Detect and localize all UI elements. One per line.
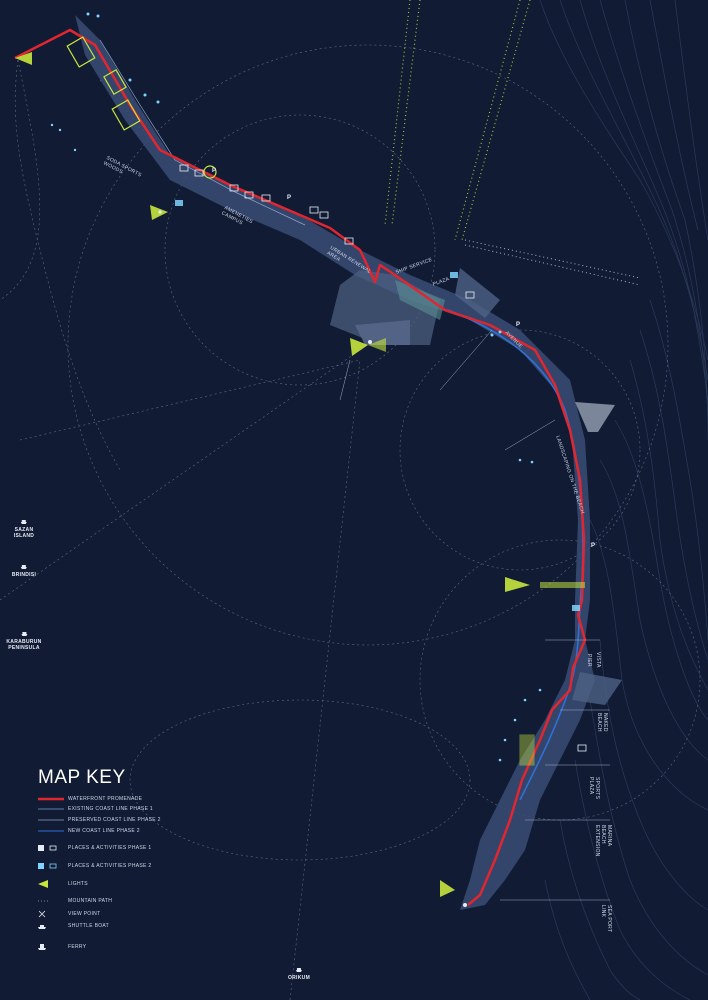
port-orikum: ORIKUM bbox=[288, 966, 310, 981]
key-item-activities-phase2: PLACES & ACTIVITIES PHASE 2 bbox=[38, 861, 151, 871]
activities-phase1 bbox=[179, 164, 587, 752]
piers bbox=[355, 320, 585, 588]
activities-phase2-icon bbox=[38, 863, 57, 869]
label-vista: VISTA bbox=[595, 652, 601, 668]
dotted-breakwater bbox=[464, 239, 641, 286]
preserved-coast-line bbox=[99, 39, 306, 226]
parking-icon: P bbox=[591, 543, 596, 549]
ferry-icon bbox=[20, 632, 27, 636]
parking-icon: P bbox=[516, 322, 521, 328]
key-item-shuttle-boat: SHUTTLE BOAT bbox=[38, 921, 109, 931]
key-item-preserved-coast: PRESERVED COAST LINE PHASE 2 bbox=[38, 815, 161, 825]
activity-glyphs bbox=[50, 12, 542, 762]
mountain-path-icon bbox=[38, 900, 50, 902]
terrain-contours bbox=[539, 0, 708, 1000]
guide-circles bbox=[0, 44, 701, 1000]
activities-phase1-icon bbox=[38, 845, 57, 851]
lights-icon bbox=[38, 880, 48, 888]
ferry-icon bbox=[38, 944, 46, 950]
ferry-icon bbox=[295, 968, 302, 972]
label-naked-beach: NAKED BEACH bbox=[596, 713, 608, 732]
promenade-line-icon bbox=[38, 797, 64, 801]
map-key-title: MAP KEY bbox=[38, 767, 126, 788]
key-item-lights: LIGHTS bbox=[38, 879, 88, 889]
key-item-view-point: VIEW POINT bbox=[38, 909, 100, 919]
port-karaburun-peninsula: KARABURUN PENINSULA bbox=[6, 630, 41, 651]
view-points bbox=[158, 210, 467, 907]
leader-lines bbox=[339, 329, 610, 901]
lights bbox=[15, 52, 530, 897]
existing-coast-line-icon bbox=[38, 808, 64, 810]
key-item-waterfront-promenade: WATERFRONT PROMENADE bbox=[38, 794, 142, 804]
dotted-channels bbox=[384, 0, 531, 241]
activities-phase2 bbox=[175, 200, 580, 611]
label-sea-port-link: SEA PORT LINK bbox=[600, 905, 612, 933]
label-marina-beach-extension: MARINA BEACH EXTENSION bbox=[594, 825, 612, 857]
sports-fields bbox=[66, 36, 535, 766]
key-item-mountain-path: MOUNTAIN PATH bbox=[38, 896, 112, 906]
key-item-ferry: FERRY bbox=[38, 942, 86, 952]
label-pier: PIER bbox=[586, 654, 592, 667]
port-sazan-island: SAZAN ISLAND bbox=[14, 518, 34, 539]
port-brindisi: BRINDISI bbox=[12, 563, 36, 578]
shuttle-boat-icon bbox=[38, 925, 46, 929]
preserved-coast-line-icon bbox=[38, 819, 64, 821]
parking-icon: P bbox=[212, 168, 217, 174]
key-item-existing-coast: EXISTING COAST LINE PHASE 1 bbox=[38, 804, 153, 814]
parking-icon: P bbox=[287, 195, 292, 201]
key-item-activities-phase1: PLACES & ACTIVITIES PHASE 1 bbox=[38, 843, 151, 853]
key-item-new-coast: NEW COAST LINE PHASE 2 bbox=[38, 826, 140, 836]
label-sports-plaza: SPORTS PLAZA bbox=[588, 777, 600, 800]
new-coast-line-icon bbox=[38, 830, 64, 832]
view-point-icon bbox=[38, 910, 46, 918]
ferry-icon bbox=[20, 565, 27, 569]
ferry-icon bbox=[20, 520, 27, 524]
